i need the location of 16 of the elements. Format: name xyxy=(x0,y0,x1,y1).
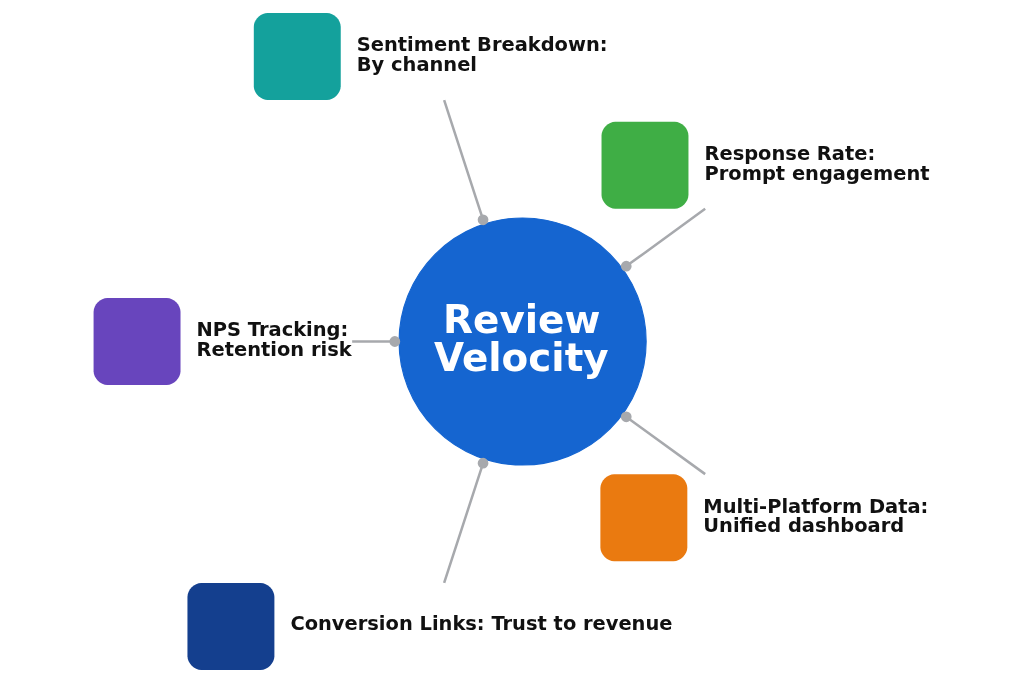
node-box xyxy=(253,12,341,100)
node-box xyxy=(600,474,688,562)
node-label: Multi-Platform Data: Unified dashboard xyxy=(703,494,929,538)
node-box xyxy=(601,121,689,209)
connector xyxy=(442,99,489,226)
node-box xyxy=(187,583,275,671)
node-circle: Review Velocity xyxy=(398,217,647,466)
connector xyxy=(442,457,489,584)
node-label: Conversion Links: Trust to revenue xyxy=(290,612,673,636)
connector xyxy=(620,411,706,476)
connector xyxy=(352,336,401,347)
node-label: NPS Tracking: Retention risk xyxy=(196,318,352,361)
node-label: Sentiment Breakdown: By channel xyxy=(356,33,608,76)
node-label: Response Rate: Prompt engagement xyxy=(704,142,930,185)
connector xyxy=(620,207,706,272)
node-box xyxy=(93,298,181,385)
